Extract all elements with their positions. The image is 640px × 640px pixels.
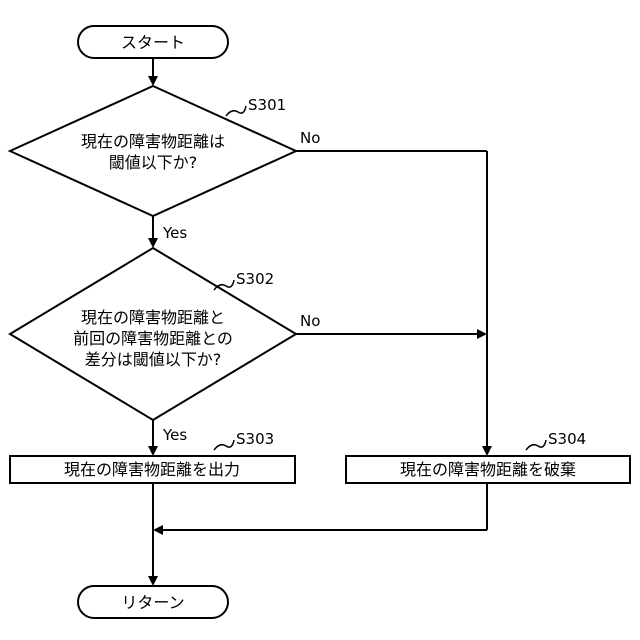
step-label-s302: S302 (236, 270, 274, 288)
s301-no-label: No (300, 129, 320, 147)
s301-yes-label: Yes (162, 224, 187, 242)
s302-line-2: 前回の障害物距離との (73, 329, 233, 348)
arrowhead (153, 525, 163, 535)
arrowhead (148, 238, 158, 248)
step-leader (526, 440, 546, 450)
step-label-s301: S301 (248, 96, 286, 114)
arrowhead (477, 329, 487, 339)
s302-no-label: No (300, 312, 320, 330)
step-leader (214, 440, 234, 450)
s301-line-2: 閾値以下か? (109, 153, 198, 172)
s302-yes-label: Yes (162, 426, 187, 444)
arrowhead (148, 576, 158, 586)
s301-line-1: 現在の障害物距離は (81, 132, 225, 151)
s303-label: 現在の障害物距離を出力 (64, 460, 240, 479)
end-label: リターン (121, 593, 184, 612)
arrowhead (148, 76, 158, 86)
s302-line-3: 差分は閾値以下か? (85, 350, 222, 369)
s304-label: 現在の障害物距離を破棄 (400, 460, 576, 479)
step-label-s304: S304 (548, 430, 586, 448)
step-label-s303: S303 (236, 430, 274, 448)
start-label: スタート (121, 33, 185, 52)
step-leader (226, 106, 246, 116)
arrowhead (148, 446, 158, 456)
s302-line-1: 現在の障害物距離と (81, 308, 225, 327)
arrowhead (482, 446, 492, 456)
